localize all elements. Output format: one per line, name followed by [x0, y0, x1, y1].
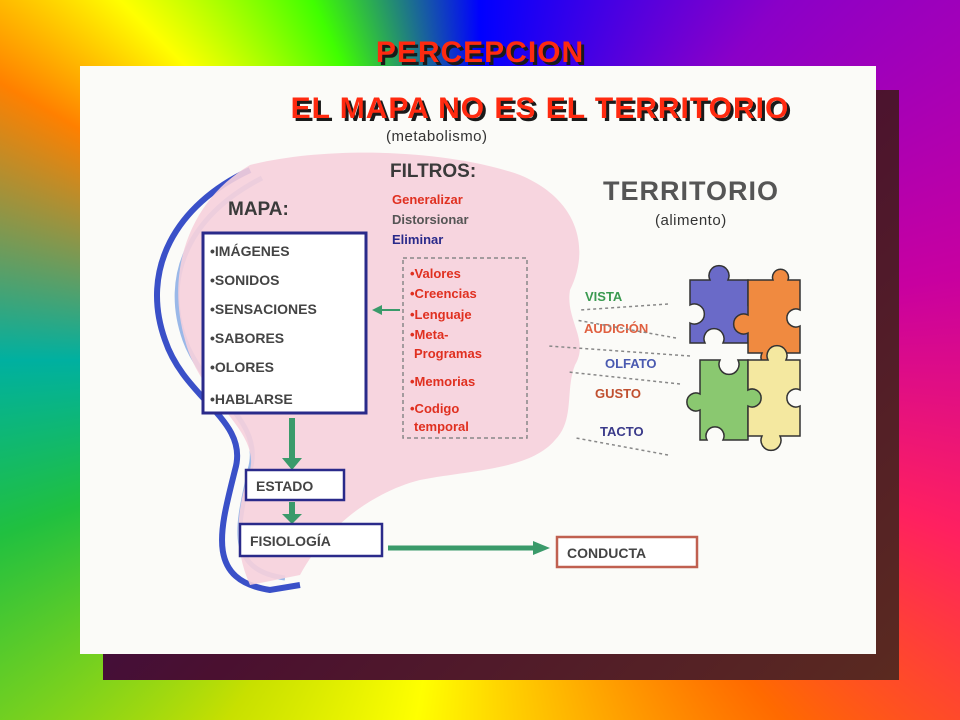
filtro-item: •Memorias — [410, 374, 475, 389]
filtro-item: Programas — [414, 346, 482, 361]
mapa-heading: MAPA: — [228, 199, 289, 220]
mapa-item: •IMÁGENES — [210, 243, 290, 259]
estado-box — [244, 468, 346, 502]
sense-arrow — [579, 303, 669, 311]
filtro-item: temporal — [414, 419, 469, 434]
arrowhead — [533, 541, 550, 555]
arrowhead — [282, 514, 302, 524]
sense-label: GUSTO — [595, 386, 641, 401]
filtro-item: •Meta- — [410, 327, 449, 342]
sense-arrow — [575, 319, 677, 339]
filtros-box — [402, 257, 528, 439]
page-subtitle: EL MAPA NO ES EL TERRITORIO — [290, 92, 790, 125]
page-title: PERCEPCION — [375, 36, 585, 69]
filtro-item: •Codigo — [410, 401, 459, 416]
mapa-item: •SENSACIONES — [210, 301, 317, 317]
sense-arrow — [567, 371, 681, 385]
note-metabolismo: (metabolismo) — [386, 128, 488, 145]
arrowhead — [372, 305, 382, 315]
sense-label: VISTA — [585, 289, 623, 304]
sense-label: TACTO — [600, 424, 644, 439]
filtro-item: •Lenguaje — [410, 307, 472, 322]
mapa-box — [201, 231, 368, 415]
mapa-item: •SABORES — [210, 330, 284, 346]
estado-label: ESTADO — [256, 478, 313, 494]
filtro-process: Generalizar — [392, 192, 463, 207]
territorio-heading: TERRITORIO — [603, 176, 779, 206]
puzzle-icon — [686, 264, 801, 452]
filtro-process: Eliminar — [392, 232, 443, 247]
fisiologia-box — [238, 522, 384, 558]
arrowhead — [282, 458, 302, 470]
filtros-heading: FILTROS: — [390, 161, 476, 182]
filtro-item: •Valores — [410, 266, 461, 281]
fisiologia-label: FISIOLOGÍA — [250, 533, 331, 549]
conducta-box — [555, 535, 699, 569]
sense-label: AUDICIÓN — [584, 321, 648, 336]
mapa-item: •OLORES — [210, 359, 274, 375]
sense-arrow — [575, 437, 669, 456]
mapa-item: •SONIDOS — [210, 272, 279, 288]
filtro-process: Distorsionar — [392, 212, 469, 227]
note-alimento: (alimento) — [655, 212, 727, 229]
mapa-item: •HABLARSE — [210, 391, 293, 407]
sense-label: OLFATO — [605, 356, 657, 371]
conducta-label: CONDUCTA — [567, 545, 646, 561]
filtro-item: •Creencias — [410, 286, 477, 301]
